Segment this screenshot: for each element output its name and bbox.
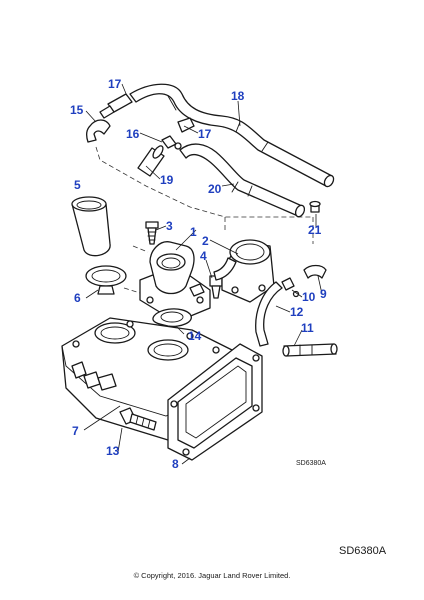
hose-5: [71, 196, 111, 257]
callout-20: 20: [208, 182, 222, 196]
callout-17b: 17: [198, 127, 212, 141]
bolt-21: [309, 200, 321, 213]
callout-5: 5: [74, 178, 81, 192]
pipe-9: [303, 264, 327, 279]
callout-4: 4: [200, 249, 207, 263]
callout-8: 8: [172, 457, 179, 471]
callout-12: 12: [290, 305, 304, 319]
hose-12: [255, 281, 283, 347]
copyright-notice: © Copyright, 2016. Jaguar Land Rover Lim…: [133, 571, 291, 580]
diagram-reference: SD6380A: [339, 545, 387, 557]
callout-6: 6: [74, 291, 81, 305]
hose-17: [107, 93, 195, 133]
callout-19: 18: [231, 89, 245, 103]
callout-2: 2: [202, 234, 209, 248]
callout-15: 15: [70, 103, 84, 117]
callout-13: 13: [106, 444, 120, 458]
flange-8: [167, 343, 263, 461]
callout-17a: 17: [108, 77, 122, 91]
hose-18: [137, 145, 165, 177]
callout-11: 11: [301, 321, 314, 335]
gasket-14: [152, 308, 192, 328]
callout-10: 10: [302, 290, 316, 304]
callout-9: 9: [320, 287, 327, 301]
hose-19: [129, 83, 335, 188]
callout-3: 3: [166, 219, 173, 233]
hose-15: [86, 105, 115, 143]
hose-11: [282, 343, 338, 357]
assembly-dashed-lines: [95, 146, 314, 297]
clip-10: [281, 277, 300, 298]
connector-16: [161, 135, 182, 150]
callout-16: 16: [126, 127, 140, 141]
valve-2: [213, 239, 275, 303]
callout-14: 14: [188, 329, 202, 343]
callout-21: 21: [308, 223, 322, 237]
thermostat-housing-1: [139, 241, 211, 323]
clamp-6: [85, 265, 127, 295]
leader-lines: [83, 83, 323, 465]
callouts: 17 18 15 16 17 19 20 5 3 1 2 21 4 6 9 10…: [70, 77, 327, 471]
drawing-code: SD6380A: [296, 460, 326, 467]
callout-7: 7: [72, 424, 79, 438]
callout-18: 19: [160, 173, 174, 187]
bolt-13: [119, 407, 157, 431]
callout-1: 1: [190, 225, 197, 239]
hose-20: [179, 143, 306, 218]
bolt-3: [145, 221, 159, 245]
